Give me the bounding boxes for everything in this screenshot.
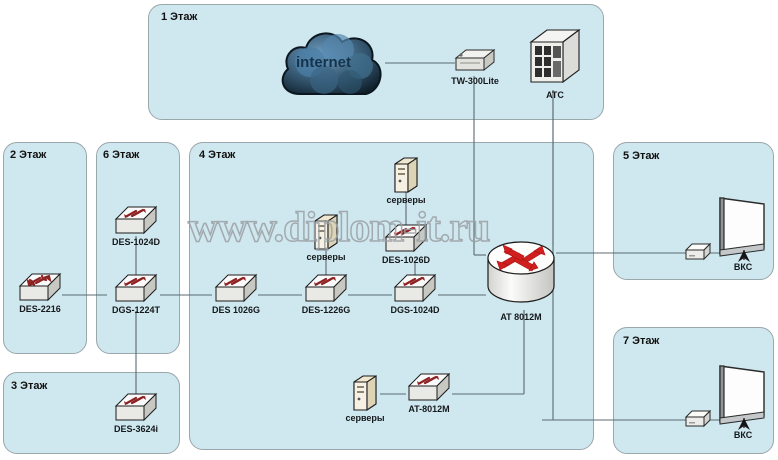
node-des3624i: DES-3624i <box>112 390 160 438</box>
node-des1024d: DES-1024D <box>112 203 160 251</box>
servers-low-label: серверы <box>345 413 385 423</box>
tw300lite-label: TW-300Lite <box>451 76 499 86</box>
switch-icon <box>18 272 62 302</box>
des2216-label: DES-2216 <box>19 304 61 314</box>
cloud-icon <box>281 32 382 95</box>
des1024d-label: DES-1024D <box>111 237 161 247</box>
node-vks-floor7: ВКС <box>714 360 770 446</box>
node-atc: ATC <box>527 26 583 106</box>
node-servers-mid: серверы <box>306 212 346 264</box>
vks-floor5-label: ВКС <box>733 262 753 272</box>
node-des1026d: DES-1026D <box>382 221 430 269</box>
router-box-icon <box>454 48 496 72</box>
des1026g-label: DES 1026G <box>211 305 261 315</box>
dgs1024d-label: DGS-1024D <box>390 305 440 315</box>
router-cylinder-icon <box>487 241 555 303</box>
codec-box-icon <box>684 409 712 428</box>
switch-icon <box>214 273 258 303</box>
servers-top-label: серверы <box>386 195 426 205</box>
node-des1026g: DES 1026G <box>212 271 260 319</box>
switch-icon <box>384 223 428 253</box>
dgs1224t-label: DGS-1224T <box>111 305 161 315</box>
des1226g-label: DES-1226G <box>301 305 351 315</box>
node-vks-floor5: ВКС <box>714 192 770 278</box>
node-des1226g: DES-1226G <box>302 271 350 319</box>
projector-screen-icon <box>719 197 765 262</box>
panel-title-floor-5: 5 Этаж <box>623 150 660 162</box>
at8012m-core-label: AT 8012M <box>500 312 542 322</box>
atc-label: ATC <box>546 90 564 100</box>
panel-floor-2 <box>3 142 87 354</box>
codec-box-icon <box>684 242 712 261</box>
node-tw300lite: TW-300Lite <box>451 44 499 86</box>
panel-title-floor-3: 3 Этаж <box>11 380 48 392</box>
node-at8012m-lower: AT-8012M <box>405 370 453 418</box>
des1026d-label: DES-1026D <box>381 255 431 265</box>
vks-floor7-label: ВКС <box>733 430 753 440</box>
projector-screen-icon <box>719 365 765 430</box>
panel-title-floor-7: 7 Этаж <box>623 335 660 347</box>
pbx-cabinet-icon <box>529 28 581 84</box>
internet-label: internet <box>296 54 352 71</box>
panel-title-floor-1: 1 Этаж <box>161 11 198 23</box>
panel-title-floor-6: 6 Этаж <box>103 149 140 161</box>
node-codec-floor7 <box>683 407 713 431</box>
node-dgs1224t: DGS-1224T <box>112 271 160 319</box>
switch-icon <box>393 273 437 303</box>
des3624i-label: DES-3624i <box>113 424 159 434</box>
switch-icon <box>114 273 158 303</box>
node-internet: internet <box>276 22 388 106</box>
node-dgs1024d: DGS-1024D <box>390 271 440 319</box>
server-tower-icon <box>314 213 338 251</box>
server-tower-icon <box>353 374 377 412</box>
node-servers-low: серверы <box>345 373 385 425</box>
switch-icon <box>304 273 348 303</box>
at8012m-lower-label: AT-8012M <box>408 404 450 414</box>
panel-title-floor-4: 4 Этаж <box>199 149 236 161</box>
node-servers-top: серверы <box>386 155 426 207</box>
switch-icon <box>407 372 451 402</box>
server-tower-icon <box>394 156 418 194</box>
servers-mid-label: серверы <box>306 252 346 262</box>
switch-icon <box>114 392 158 422</box>
node-codec-floor5 <box>683 240 713 264</box>
panel-title-floor-2: 2 Этаж <box>10 149 47 161</box>
node-at8012m-core: AT 8012M <box>484 240 558 332</box>
switch-icon <box>114 205 158 235</box>
panel-floor-6 <box>96 142 180 354</box>
node-des2216: DES-2216 <box>16 270 64 318</box>
